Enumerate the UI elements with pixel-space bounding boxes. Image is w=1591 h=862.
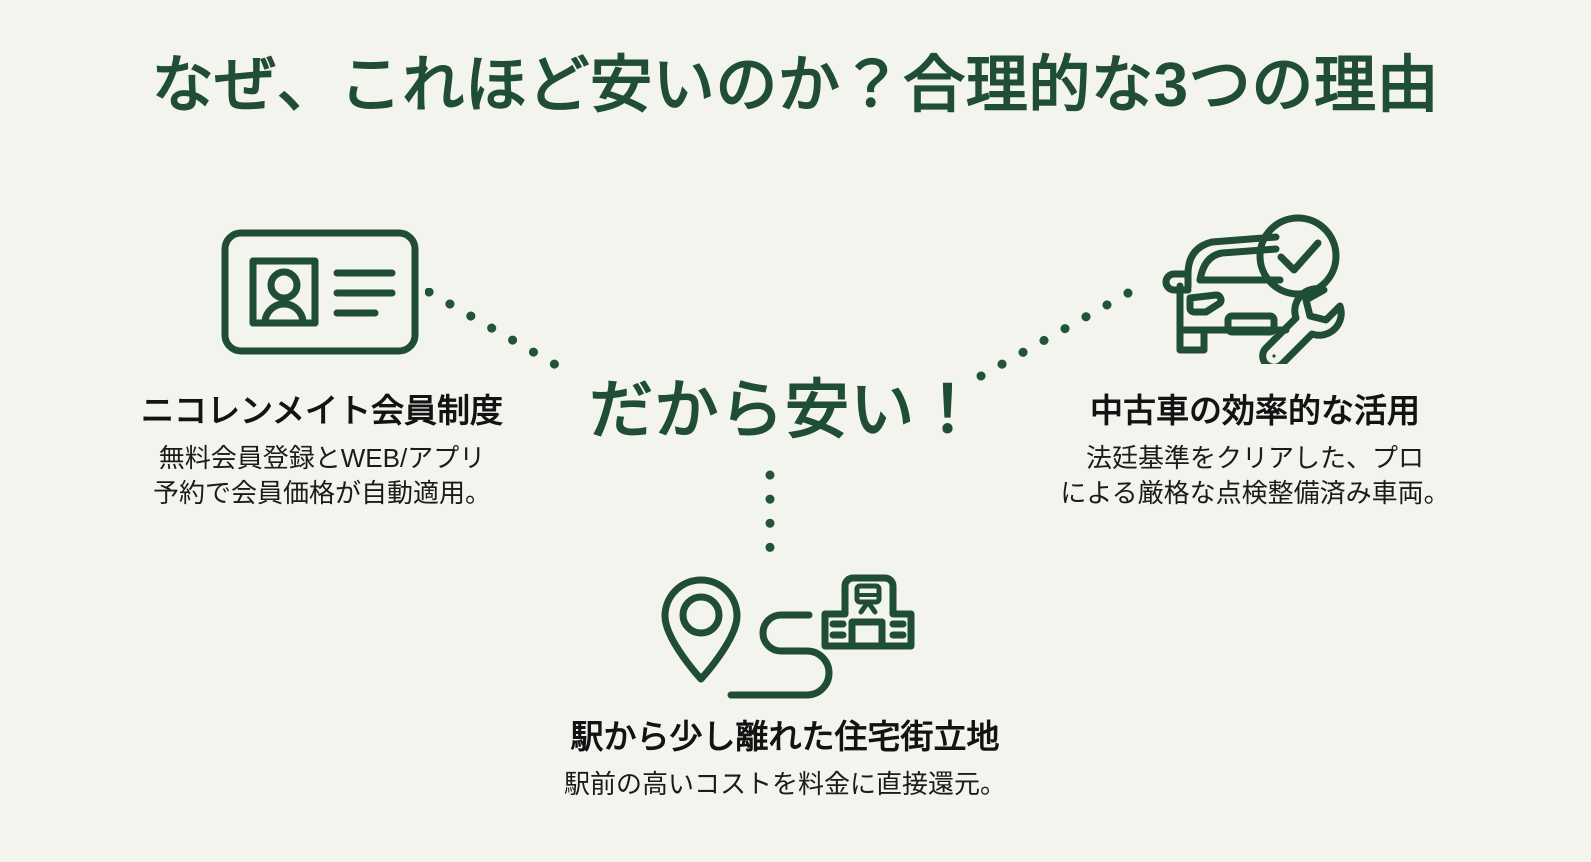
reason-right-heading: 中古車の効率的な活用 bbox=[1090, 392, 1420, 429]
car-inspection-icon bbox=[1148, 212, 1348, 364]
reason-left-description: 無料会員登録とWEB/アプリ 予約で会員価格が自動適用。 bbox=[92, 441, 552, 511]
reason-left: ニコレンメイト会員制度 無料会員登録とWEB/アプリ 予約で会員価格が自動適用。 bbox=[92, 392, 552, 511]
reason-right: 中古車の効率的な活用 法廷基準をクリアした、プロ による厳格な点検整備済み車両。 bbox=[1020, 392, 1490, 511]
reason-right-description-line: 法廷基準をクリアした、プロ bbox=[1085, 442, 1424, 473]
reason-bottom: 駅から少し離れた住宅街立地 駅前の高いコストを料金に直接還元。 bbox=[500, 718, 1070, 802]
reason-bottom-description-line: 駅前の高いコストを料金に直接還元。 bbox=[563, 768, 1006, 799]
reason-left-heading: ニコレンメイト会員制度 bbox=[140, 392, 503, 429]
reason-right-description-line: による厳格な点検整備済み車両。 bbox=[1060, 477, 1450, 508]
reason-bottom-heading: 駅から少し離れた住宅街立地 bbox=[570, 718, 1000, 755]
connector-left bbox=[424, 287, 585, 388]
reason-left-description-line: 予約で会員価格が自動適用。 bbox=[152, 477, 491, 508]
location-station-icon bbox=[655, 540, 917, 700]
reason-bottom-description: 駅前の高いコストを料金に直接還元。 bbox=[500, 767, 1070, 802]
reason-left-description-line: 無料会員登録とWEB/アプリ bbox=[158, 442, 486, 473]
hub-label: だから安い！ bbox=[589, 374, 981, 446]
reason-right-description: 法廷基準をクリアした、プロ による厳格な点検整備済み車両。 bbox=[1020, 441, 1490, 511]
connector-bottom bbox=[760, 470, 780, 570]
page-title: なぜ、これほど安いのか？合理的な3つの理由 bbox=[151, 51, 1440, 120]
id-card-icon bbox=[220, 228, 420, 356]
connector-right bbox=[975, 282, 1145, 387]
